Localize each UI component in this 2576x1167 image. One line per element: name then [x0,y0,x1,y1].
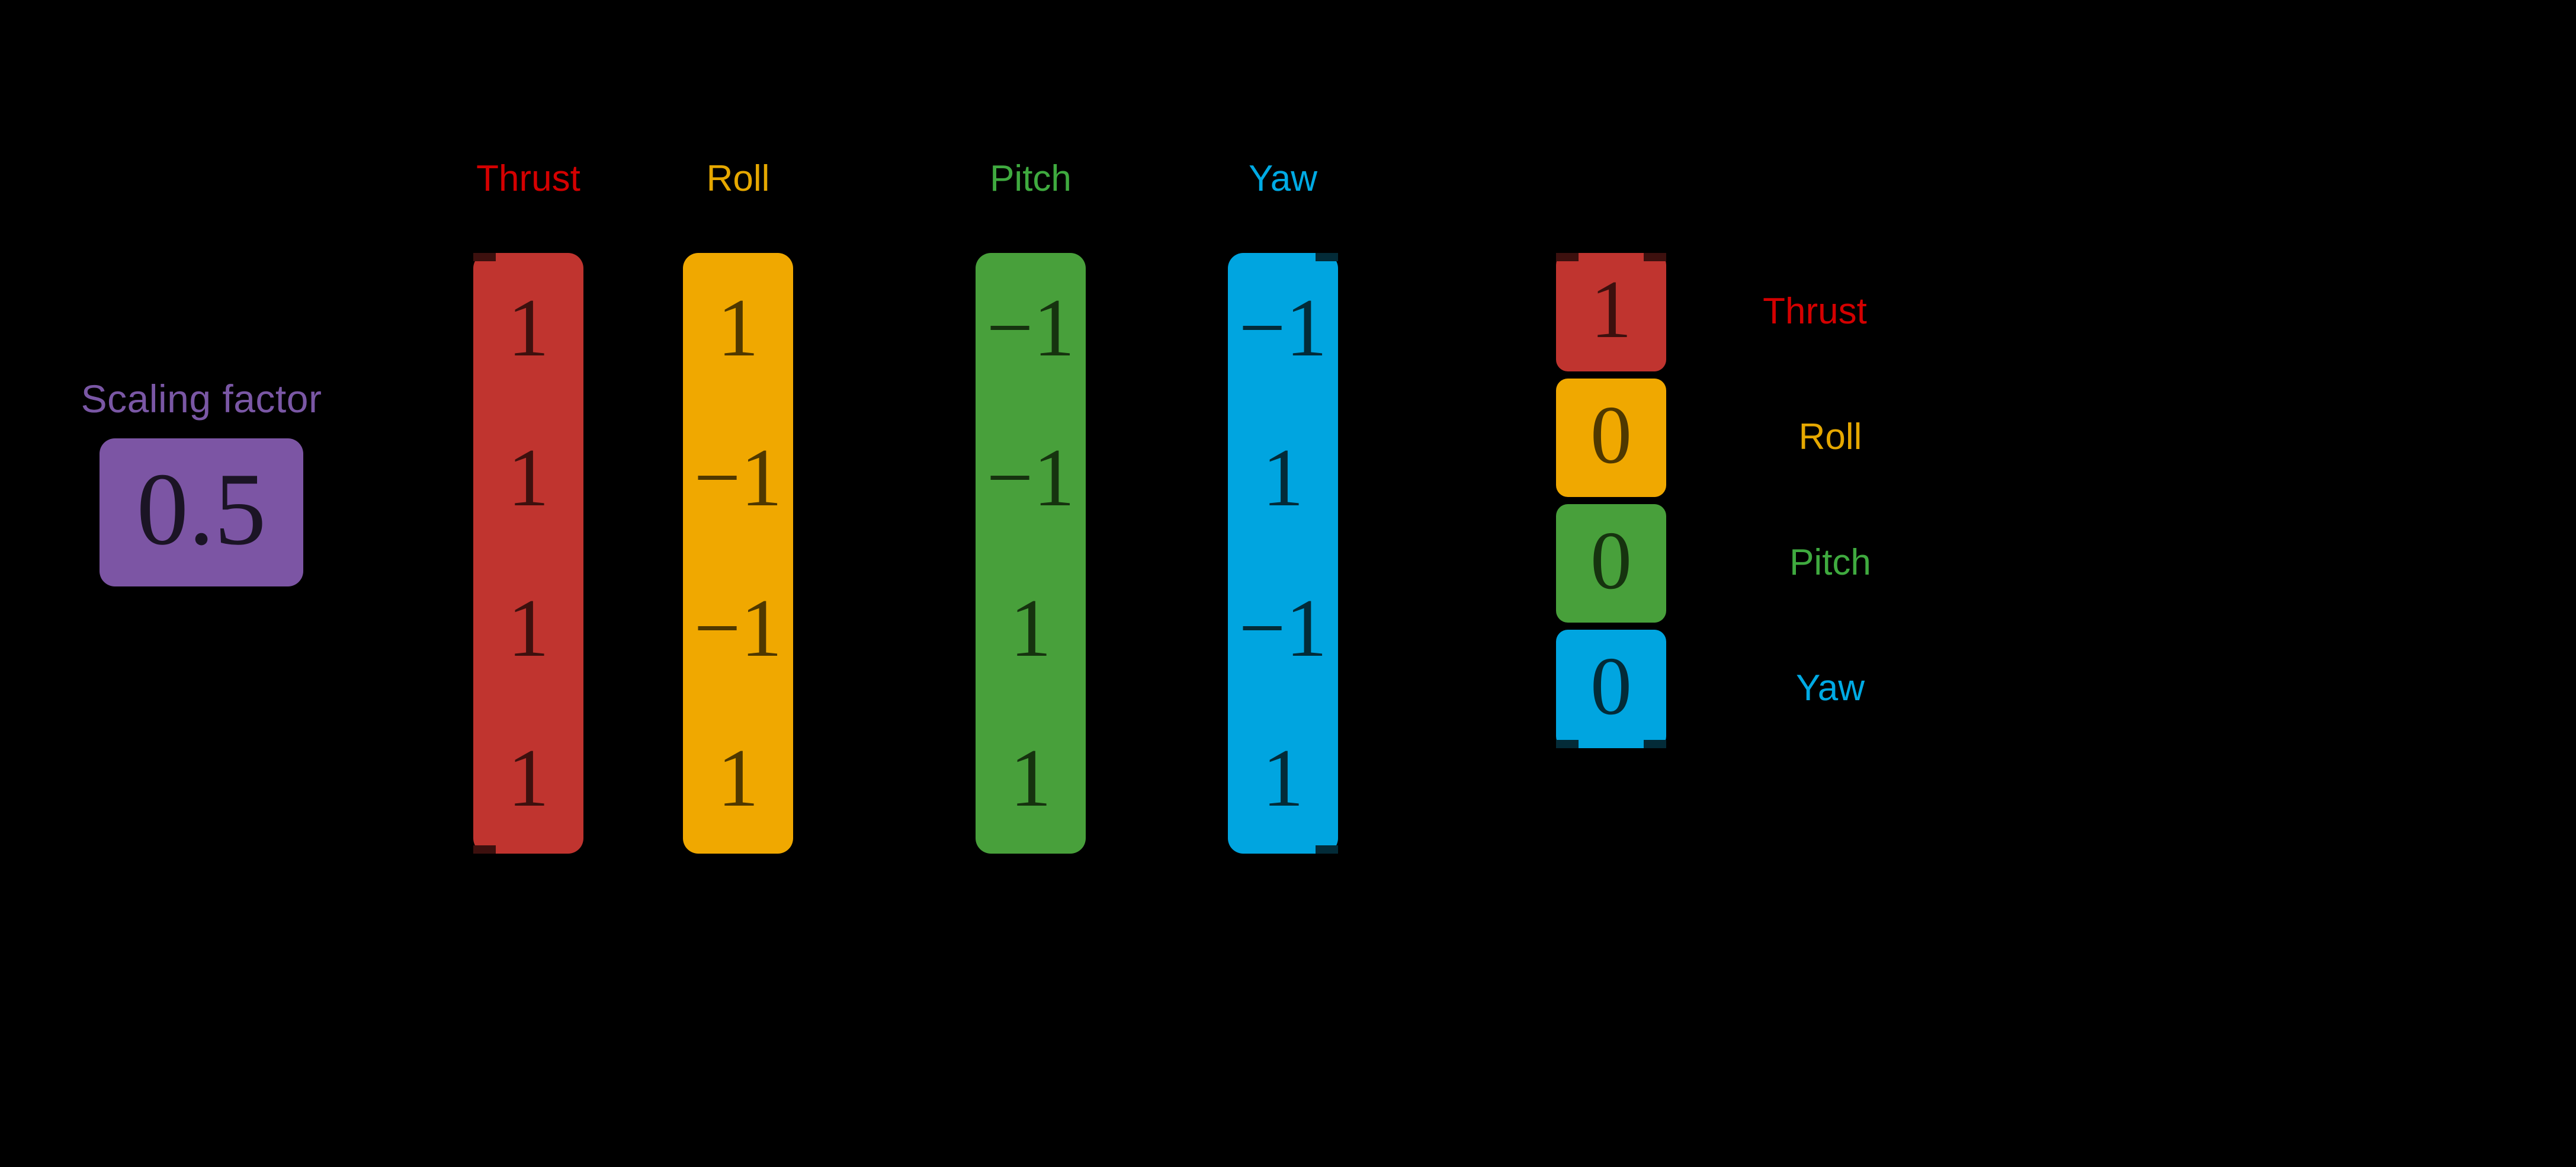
vector-label-roll: Roll [1798,416,1862,457]
vector-value: 0 [1590,515,1632,607]
vector-label-yaw: Yaw [1795,668,1865,708]
scaling-factor-value: 0.5 [136,451,267,566]
matrix-cell: −1 [694,432,782,524]
matrix-column-roll[interactable]: 1 −1 −1 1 [683,253,793,854]
matrix-cell: −1 [986,281,1075,374]
vector-value: 0 [1590,389,1632,481]
vector-bracket-tick-top-right [1644,253,1666,261]
matrix-bracket-tick-bottom-right [1316,845,1338,854]
matrix-bracket-tick-top-right [1316,253,1338,261]
matrix-cell: −1 [986,432,1075,524]
matrix-header-yaw: Yaw [1248,158,1317,199]
matrix-cell: 1 [508,582,549,674]
vector-label-pitch: Pitch [1789,542,1871,583]
matrix-cell: 1 [1010,732,1051,825]
matrix-cell: 1 [508,732,549,825]
matrix-cell: −1 [1239,582,1327,674]
matrix-cell: 1 [717,281,759,374]
vector-bracket-tick-bottom-right [1644,740,1666,748]
matrix-header-pitch: Pitch [990,158,1072,199]
matrix-cell: 1 [1262,732,1304,825]
matrix-column-headers: Thrust Roll Pitch Yaw [473,161,1480,226]
vector-bracket-tick-bottom-left [1556,740,1579,748]
matrix-cell: 1 [508,432,549,524]
matrix-bracket-tick-top-left [473,253,496,261]
vector-cell-thrust[interactable]: 1 [1556,253,1666,371]
matrix-cell: −1 [694,582,782,674]
vector-cell-yaw[interactable]: 0 [1556,630,1666,748]
vector-cell-roll[interactable]: 0 [1556,379,1666,497]
vector-value: 1 [1590,264,1632,355]
scaling-factor-label: Scaling factor [81,377,322,421]
matrix-cell: −1 [1239,281,1327,374]
matrix-cell: 1 [717,732,759,825]
matrix-column-thrust[interactable]: 1 1 1 1 [473,253,583,854]
vector-bracket-tick-top-left [1556,253,1579,261]
vector-value: 0 [1590,640,1632,732]
scaling-factor-group: Scaling factor 0.5 [0,379,403,586]
matrix-header-thrust: Thrust [476,158,580,199]
matrix-columns: 1 1 1 1 1 −1 −1 1 −1 −1 1 1 −1 1 −1 1 [473,253,1480,854]
vector-cell-pitch[interactable]: 0 [1556,504,1666,623]
matrix-bracket-tick-bottom-left [473,845,496,854]
scaling-factor-box[interactable]: 0.5 [100,438,303,586]
matrix-column-pitch[interactable]: −1 −1 1 1 [976,253,1086,854]
vector-label-thrust: Thrust [1763,291,1867,332]
matrix-header-roll: Roll [706,158,770,199]
matrix-cell: 1 [1010,582,1051,674]
matrix-cell: 1 [508,281,549,374]
mixer-matrix: Thrust Roll Pitch Yaw 1 1 1 1 1 −1 −1 1 … [473,161,1480,871]
matrix-column-yaw[interactable]: −1 1 −1 1 [1228,253,1338,854]
matrix-cell: 1 [1262,432,1304,524]
